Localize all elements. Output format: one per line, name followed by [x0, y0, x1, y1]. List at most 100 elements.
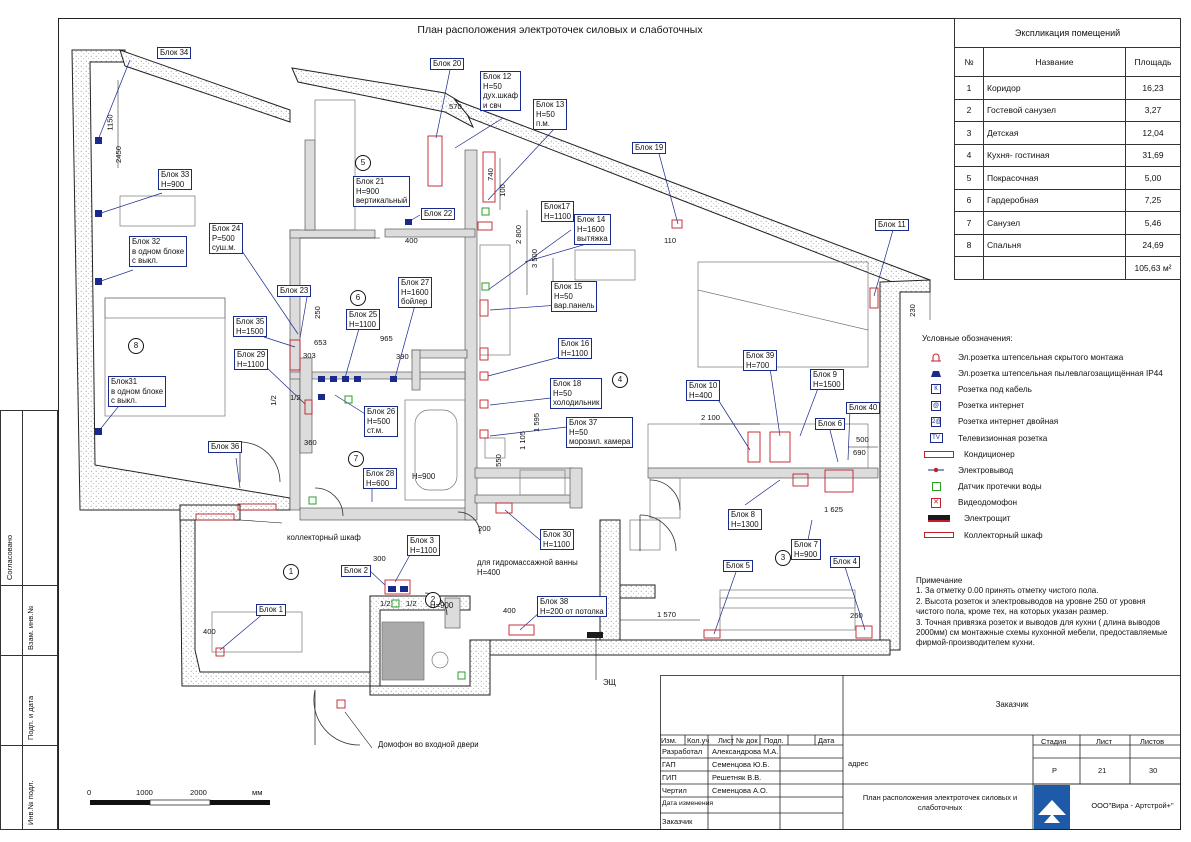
- block-label: Блок 38 Н=200 от потолка: [537, 596, 607, 618]
- dimension: 1 570: [657, 610, 677, 619]
- block-label: Блок 10 Н=400: [686, 380, 721, 402]
- block-label: Блок 13 Н=50 п.м.: [533, 99, 568, 130]
- room-number: 7: [348, 451, 364, 467]
- dimension: 250: [312, 306, 322, 319]
- block-label: Блок 19: [632, 142, 667, 154]
- block-label: Блок 18 Н=50 холодильник: [550, 378, 603, 409]
- block-label: Блок 23: [277, 285, 312, 297]
- block-label: Блок 9 Н=1500: [810, 369, 844, 391]
- title-block: Заказчик адрес Изм. Кол.уч Лист № док По…: [660, 675, 1181, 830]
- dimension: 260: [850, 611, 863, 620]
- note-item: 3. Точная привязка розеток и выводов для…: [916, 617, 1168, 648]
- dimension: 965: [380, 334, 393, 343]
- room-number: 5: [355, 155, 371, 171]
- dimension: 2450: [113, 146, 123, 163]
- block-label: Блок 35 Н=1500: [233, 316, 268, 338]
- scale-bar: [90, 799, 270, 806]
- sheet-header: Лист: [1096, 737, 1113, 746]
- legend-item: ✕Видеодомофон: [922, 495, 1177, 511]
- dimension: 2 800: [514, 224, 524, 245]
- stamp-header: № док: [736, 736, 758, 745]
- block-label: Блок 39 Н=700: [743, 350, 778, 372]
- dimension: 230: [907, 304, 917, 317]
- dimension: 400: [503, 606, 516, 615]
- legend-title: Условные обозначения:: [922, 334, 1013, 343]
- legend: Условные обозначения: Эл.розетка штепсел…: [922, 334, 1177, 543]
- block-label: Блок 3 Н=1100: [407, 535, 440, 557]
- dimension: 200: [478, 524, 491, 533]
- address-field: адрес: [848, 759, 869, 768]
- explication-header: №: [954, 47, 984, 77]
- block-label: Блок 25 Н=1100: [346, 309, 381, 331]
- block-label: Блок 4: [830, 556, 860, 568]
- block-label: Блок 14 Н=1600 вытяжка: [574, 214, 611, 245]
- scale-label: 2000: [190, 788, 207, 797]
- double-internet-socket-icon: 2@: [931, 416, 942, 427]
- cable-socket-icon: К: [926, 383, 946, 395]
- plan-note: ЭЩ: [603, 678, 616, 687]
- rooms-explication-table: Экспликация помещений № Название Площадь…: [954, 18, 1181, 280]
- customer-field: Заказчик: [995, 700, 1029, 709]
- dimension: 1/2: [380, 599, 391, 608]
- stamp-header: Дата: [818, 736, 835, 745]
- intercom-icon: ✕: [926, 497, 946, 509]
- switchboard-icon: [922, 513, 956, 525]
- block-label: Блок 21 Н=900 вертикальный: [353, 176, 411, 207]
- dimension: 2 100: [701, 413, 721, 422]
- dimension: 400: [203, 627, 216, 636]
- room-number: 3: [775, 550, 791, 566]
- dimension: 1/2: [268, 395, 278, 406]
- block-label: Блок 32 в одном блоке с выкл.: [129, 236, 188, 267]
- plan-note: Домофон во входной двери: [378, 740, 479, 749]
- stamp-role: Чертил: [662, 786, 687, 795]
- note-item: 1. За отметку 0.00 принять отметку чисто…: [916, 586, 1099, 596]
- block-label: Блок 22: [421, 208, 456, 220]
- block-label: Блок 28 Н=600: [363, 468, 398, 490]
- dimension: 653: [314, 338, 327, 347]
- air-conditioner-icon: [922, 448, 956, 460]
- legend-item: Эл.розетка штепсельная пылевлагозащищённ…: [922, 365, 1177, 381]
- dimension: 100: [497, 184, 507, 197]
- block-label: Блок 34: [157, 47, 192, 59]
- sheets-header: Листов: [1140, 737, 1165, 746]
- dimension: 1150: [105, 114, 115, 131]
- stamp-person: Александрова М.А.: [712, 747, 779, 756]
- block-label: Блок 2: [341, 565, 371, 577]
- scale-label: мм: [252, 788, 263, 797]
- dimension: 570: [449, 102, 462, 111]
- dimension: 690: [853, 448, 866, 457]
- company-logo-icon: [1034, 785, 1070, 829]
- power-outlet-icon: [926, 464, 946, 476]
- legend-item: 2@Розетка интернет двойная: [922, 414, 1177, 430]
- room-number: 1: [283, 564, 299, 580]
- dimension: 1/2: [290, 393, 301, 402]
- plan-note: Н=900: [430, 601, 454, 610]
- explication-header: Название: [983, 47, 1126, 77]
- dimension: 303: [303, 351, 316, 360]
- legend-item: Электровывод: [922, 462, 1177, 478]
- stamp-header: Изм.: [661, 736, 677, 745]
- stamp-person: Семенцова А.О.: [712, 786, 768, 795]
- room-number: 6: [350, 290, 366, 306]
- dimension: 550: [493, 454, 503, 467]
- block-label: Блок 8 Н=1300: [728, 509, 762, 531]
- block-label: Блок 20: [430, 58, 465, 70]
- legend-item: Кондиционер: [922, 446, 1177, 462]
- legend-item: Электрощит: [922, 511, 1177, 527]
- ip44-socket-icon: [926, 367, 946, 379]
- dimension: 300: [373, 554, 386, 563]
- block-label: Блок 27 Н=1600 бойлер: [398, 277, 433, 308]
- drawing-title: План расположения электроточек силовых и…: [862, 793, 1018, 812]
- room-number: 8: [128, 338, 144, 354]
- tv-socket-icon: TV: [926, 432, 946, 444]
- stamp-header: Лист: [718, 736, 735, 745]
